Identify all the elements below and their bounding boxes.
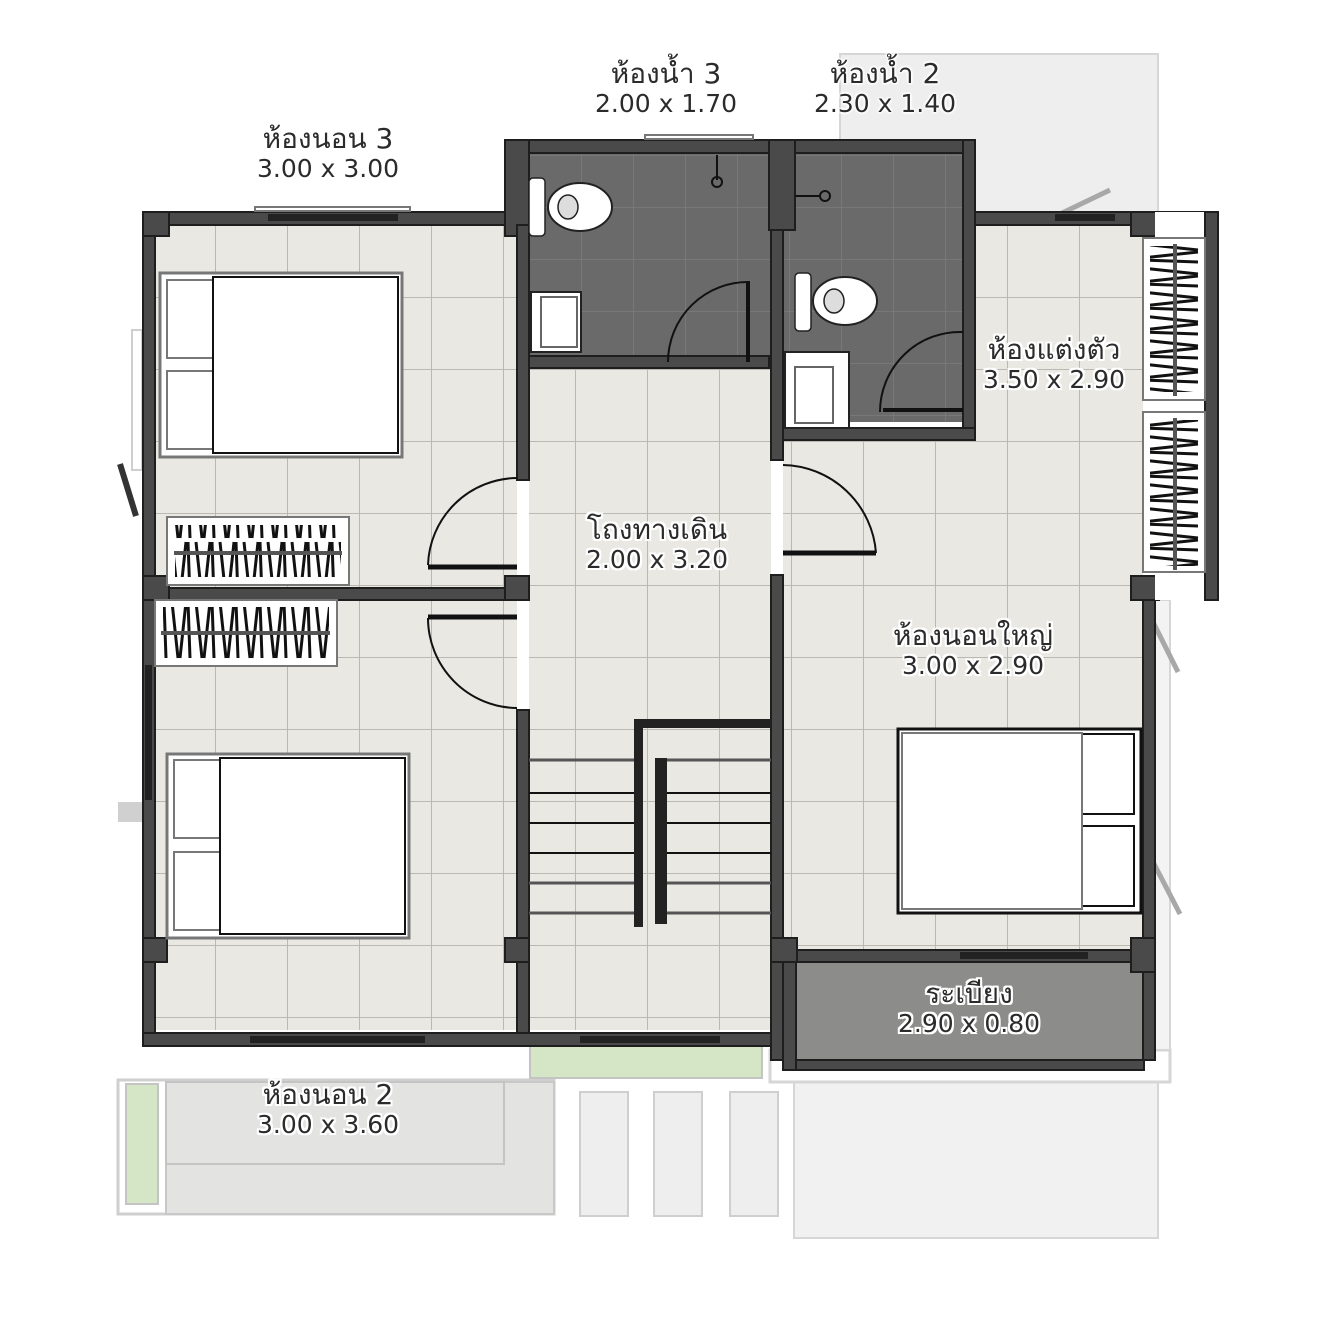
wardrobe-icon: [166, 516, 350, 586]
room-dimensions: 3.00 x 3.60: [256, 1110, 400, 1140]
shower-icon: [711, 155, 831, 202]
bed-icon: [165, 752, 411, 940]
room-name: ห้องน้ำ 3: [610, 57, 722, 90]
toilet-icon: [528, 177, 878, 332]
room-dimensions: 2.00 x 1.70: [594, 89, 738, 119]
room-dimensions: 2.30 x 1.40: [813, 89, 957, 119]
door-swing-icon: [427, 280, 964, 709]
wardrobe-icon: [1142, 237, 1206, 573]
room-name: โถงทางเดิน: [586, 513, 728, 546]
room-dimensions: 2.90 x 0.80: [897, 1009, 1041, 1039]
sink-icon: [530, 291, 850, 429]
room-dimensions: 3.50 x 2.90: [982, 365, 1126, 395]
room-label-bathroom2: ห้องน้ำ 2 2.30 x 1.40: [813, 57, 957, 119]
room-label-master-bedroom: ห้องนอนใหญ่ 3.00 x 2.90: [892, 619, 1054, 681]
room-name: ห้องนอนใหญ่: [892, 619, 1054, 652]
room-label-balcony: ระเบียง 2.90 x 0.80: [897, 977, 1041, 1039]
room-label-bedroom3: ห้องนอน 3 3.00 x 3.00: [256, 122, 400, 184]
room-dimensions: 3.00 x 2.90: [901, 651, 1045, 681]
bed-icon: [158, 271, 404, 459]
room-name: ห้องแต่งตัว: [987, 333, 1121, 366]
bed-icon: [896, 727, 1143, 915]
windows: [145, 134, 1115, 1043]
room-dimensions: 3.00 x 3.00: [256, 154, 400, 184]
room-name: ห้องนอน 2: [262, 1078, 394, 1111]
room-label-bedroom2: ห้องนอน 2 3.00 x 3.60: [256, 1078, 400, 1140]
room-name: ห้องนอน 3: [262, 122, 394, 155]
room-name: ระเบียง: [925, 977, 1013, 1010]
room-label-bathroom3: ห้องน้ำ 3 2.00 x 1.70: [594, 57, 738, 119]
stairs-icon: [529, 719, 771, 927]
wardrobe-icon: [154, 599, 338, 667]
room-label-hall: โถงทางเดิน 2.00 x 3.20: [585, 513, 729, 575]
room-name: ห้องน้ำ 2: [829, 57, 941, 90]
room-label-dressing: ห้องแต่งตัว 3.50 x 2.90: [982, 333, 1126, 395]
room-dimensions: 2.00 x 3.20: [585, 545, 729, 575]
